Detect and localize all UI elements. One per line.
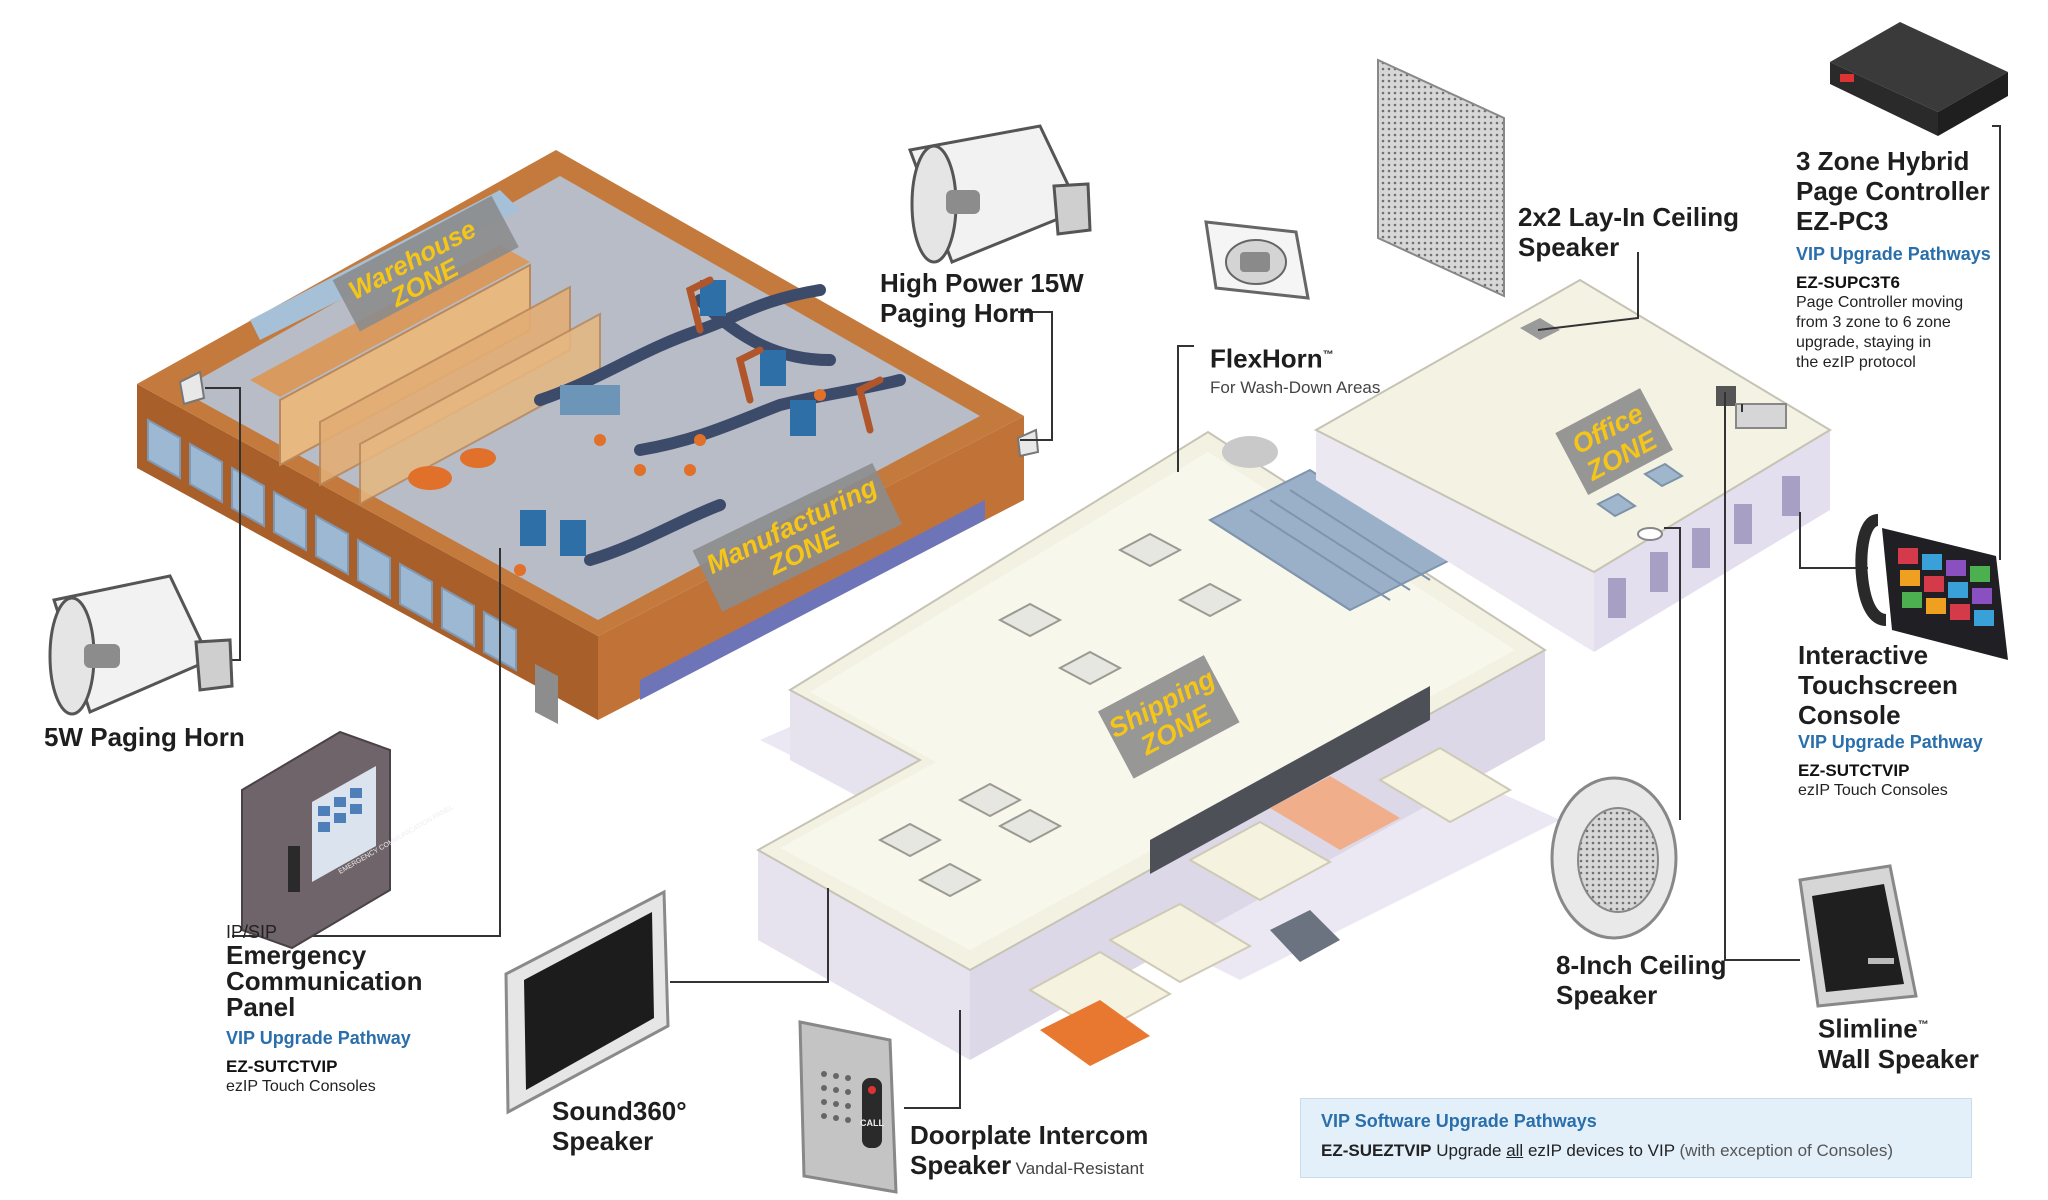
touchscreen-console-icon [1855,514,2008,660]
emergency-panel-title-line2: Communication [226,966,423,996]
touchscreen-console-label: Interactive Touchscreen Console VIP Upgr… [1798,640,2028,801]
legend-text-after: ezIP devices to VIP [1527,1141,1675,1160]
doorplate-intercom-label: Doorplate Intercom Speaker Vandal-Resist… [910,1120,1148,1180]
legend-text-underlined: all [1506,1141,1524,1160]
layin-speaker-icon [1377,58,1505,298]
small-paging-horn-on-building [178,370,1040,458]
shipping-building: Shipping ZONE [755,430,1547,1066]
page-controller-icon [1830,22,2008,136]
layin-speaker-label: 2x2 Lay-In Ceiling Speaker [1518,202,1739,262]
touchscreen-console-vip-label: VIP Upgrade Pathway [1798,732,1983,752]
page-controller-title-line3: EZ-PC3 [1796,206,1889,236]
page-controller-vip-label: VIP Upgrade Pathways [1796,244,1991,264]
warehouse-window-strip [640,500,985,700]
trademark-symbol: ™ [1322,349,1334,361]
sound360-title-line2: Speaker [552,1126,654,1156]
flexhorn-subtitle: For Wash-Down Areas [1210,377,1381,397]
high-power-horn-label: High Power 15W Paging Horn [880,268,1084,328]
touchscreen-console-title-line2: Touchscreen [1798,670,1958,700]
warehouse-door [535,664,558,724]
emergency-panel-label: IP/SIP Emergency Communication Panel VIP… [226,922,486,1097]
rooftop-fan [1222,436,1278,468]
factory-machines [520,280,816,556]
trailers [1027,746,1513,1066]
agv-carts [408,448,496,490]
layin-speaker-title-line2: Speaker [1518,232,1620,262]
high-power-horn-title-line1: High Power 15W [880,268,1084,298]
page-controller-title-line1: 3 Zone Hybrid [1796,146,1970,176]
legend-text: EZ-SUEZTVIP Upgrade all ezIP devices to … [1321,1141,1893,1161]
slimline-speaker-icon [1798,864,1918,1008]
legend-note: (with exception of Consoles) [1679,1141,1894,1160]
office-building: Office ZONE [1313,278,1832,652]
flexhorn-label: FlexHorn™ For Wash-Down Areas [1210,340,1380,398]
page-controller-code: EZ-SUPC3T6 [1796,273,1900,292]
high-power-horn-icon [907,124,1092,264]
emergency-panel-desc: ezIP Touch Consoles [226,1078,376,1095]
ceiling-speaker-8in-title-line1: 8-Inch Ceiling [1556,950,1727,980]
office-skylights [1596,462,1684,518]
sound360-title-line1: Sound360° [552,1096,687,1126]
emergency-panel-code: EZ-SUTCTVIP [226,1057,338,1076]
sound360-label: Sound360° Speaker [552,1096,687,1156]
slimline-speaker-label: Slimline™ Wall Speaker [1818,1010,1979,1074]
rooftop-hvac-units [877,532,1243,898]
paging-horn-5w-icon [48,574,234,716]
flexhorn-title: FlexHorn™ [1210,343,1334,374]
doorplate-intercom-title-line2: Speaker [910,1150,1012,1180]
page-controller-label: 3 Zone Hybrid Page Controller EZ-PC3 VIP… [1796,146,2026,373]
touchscreen-console-desc: ezIP Touch Consoles [1798,782,1948,799]
page-controller-desc-line1: Page Controller moving [1796,294,1964,311]
solar-panels [1207,468,1453,612]
emergency-panel-title-line3: Panel [226,992,296,1022]
layin-speaker-title-line1: 2x2 Lay-In Ceiling [1518,202,1740,232]
page-controller-title-line2: Page Controller [1796,176,1990,206]
trademark-symbol: ™ [1917,1019,1929,1031]
flexhorn-icon [1204,220,1310,300]
legend-heading: VIP Software Upgrade Pathways [1321,1111,1597,1131]
emergency-panel-vip-label: VIP Upgrade Pathway [226,1028,411,1048]
slimline-speaker-title-line2: Wall Speaker [1818,1043,1979,1074]
loading-dock [1150,686,1430,874]
page-controller-desc-line2: from 3 zone to 6 zone [1796,314,1951,331]
robotic-arms [685,276,884,434]
doorplate-intercom-icon: CALL [798,1020,898,1194]
touchscreen-console-title-line3: Console [1798,700,1901,730]
doorplate-intercom-title: Doorplate Intercom [910,1120,1149,1150]
touchscreen-console-title-line1: Interactive [1798,640,1929,670]
doorplate-intercom-subtitle: Vandal-Resistant [1015,1159,1144,1178]
ceiling-speaker-8in-icon [1550,776,1678,940]
emergency-panel-title-line1: Emergency [226,940,367,970]
touchscreen-console-code: EZ-SUTCTVIP [1798,761,1910,780]
high-power-horn-title-line2: Paging Horn [880,298,1035,328]
vip-legend-box: VIP Software Upgrade Pathways EZ-SUEZTVI… [1300,1098,1972,1178]
page-controller-desc-line3: upgrade, staying in [1796,334,1932,351]
intercom-call-button-text: CALL [860,1118,884,1128]
slimline-speaker-title: Slimline™ [1818,1013,1929,1044]
sound360-speaker-icon [504,889,670,1115]
emergency-panel-prefix: IP/SIP [226,922,278,942]
paging-horn-5w-title: 5W Paging Horn [44,722,245,752]
workers [514,389,826,576]
page-controller-desc-line4: the ezIP protocol [1796,354,1916,371]
doorplate-intercom-title-line2-row: Speaker Vandal-Resistant [910,1150,1148,1180]
warehouse-building: Warehouse ZONE Manufacturing ZONE [137,150,1040,724]
callout-lines [205,125,2001,1109]
emergency-panel-icon: EMERGENCY COMMUNICATION PANEL [241,730,455,950]
legend-text-before: Upgrade [1436,1141,1502,1160]
paging-horn-5w-label: 5W Paging Horn [44,722,245,752]
legend-code: EZ-SUEZTVIP [1321,1141,1432,1160]
ceiling-speaker-8in-label: 8-Inch Ceiling Speaker [1556,950,1726,1010]
ceiling-speaker-8in-title-line2: Speaker [1556,980,1658,1010]
